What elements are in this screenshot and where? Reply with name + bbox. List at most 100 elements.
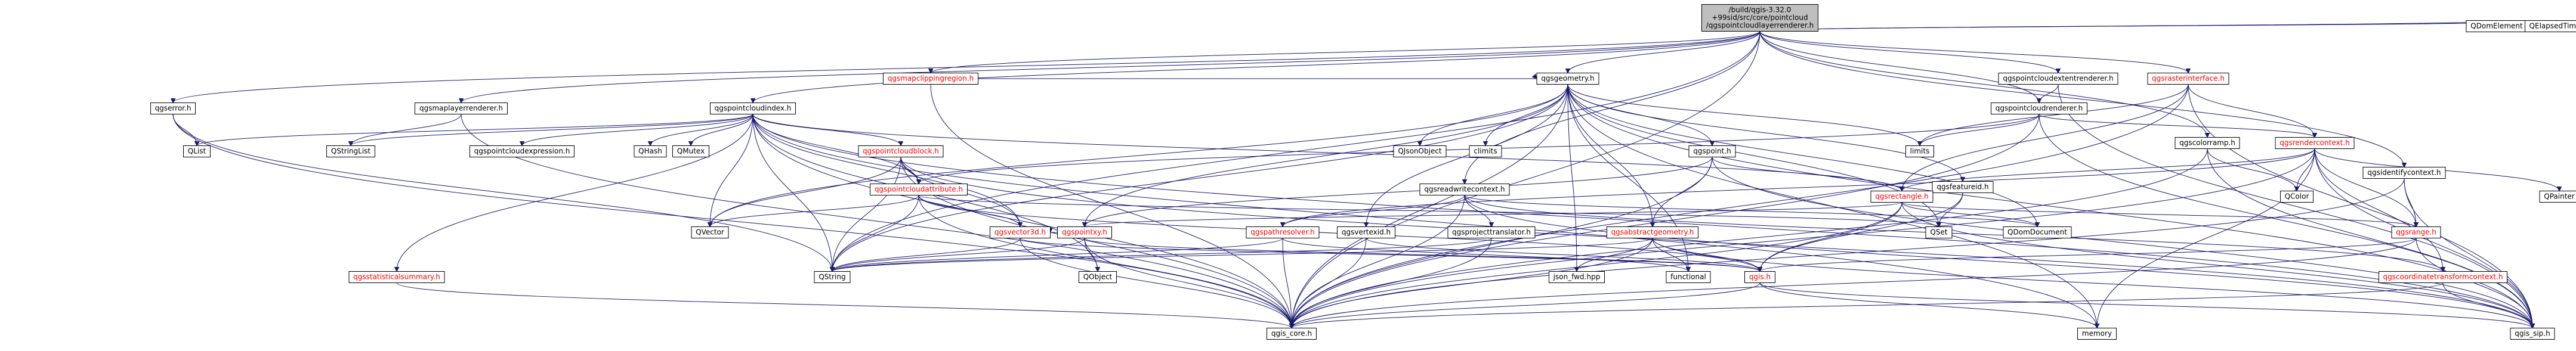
node-box <box>672 145 709 157</box>
node-qgsstatisticalsummary[interactable]: qgsstatisticalsummary.h <box>348 271 445 283</box>
node-label: json_fwd.hpp <box>1553 273 1601 281</box>
node-qgserror[interactable]: qgserror.h <box>150 102 196 114</box>
edge-qgspointcloudindex-to-QHash <box>647 114 753 147</box>
node-QSet: QSet <box>1925 226 1953 238</box>
node-label: qgis_sip.h <box>2515 330 2550 338</box>
edge-qgscolorramp-to-QColor <box>2207 148 2300 192</box>
node-QJsonObject: QJsonObject <box>1393 145 1447 157</box>
node-qgscolorramp[interactable]: qgscolorramp.h <box>2175 137 2240 149</box>
node-label: qgserror.h <box>155 104 191 113</box>
node-qgsrendercontext[interactable]: qgsrendercontext.h <box>2275 137 2355 149</box>
nodes-layer: /build/qgis-3.32.0+99sid/src/core/pointc… <box>150 4 2576 340</box>
node-label: qgscoordinatetransformcontext.h <box>2383 273 2503 281</box>
edge-root-to-qgspointcloudextentrenderer <box>1759 31 2061 74</box>
node-box <box>1337 226 1395 238</box>
node-qgsvector3d[interactable]: qgsvector3d.h <box>990 226 1051 238</box>
node-box <box>415 102 508 114</box>
edge-root-to-qgsmaplayerrenderer <box>458 31 1760 104</box>
node-box <box>1447 226 1536 238</box>
node-qgsrasterinterface[interactable]: qgsrasterinterface.h <box>2147 73 2229 85</box>
node-qgspathresolver[interactable]: qgspathresolver.h <box>1246 226 1320 238</box>
node-qgsmapclippingregion[interactable]: qgsmapclippingregion.h <box>883 73 978 85</box>
node-QHash: QHash <box>634 145 667 157</box>
edge-qgspointcloudrenderer-to-qgsrendercontext <box>2038 114 2318 138</box>
node-label: qgsvector3d.h <box>994 228 1046 237</box>
edge-qgsrectangle-to-qgsrange <box>1901 202 2419 228</box>
node-box <box>710 102 796 114</box>
node-qgsidentifycontext[interactable]: qgsidentifycontext.h <box>2362 167 2446 179</box>
edge-qgspointcloudindex-to-QStringList <box>348 114 753 147</box>
edge-qgsrectangle-to-qgspointxy <box>1082 202 1902 228</box>
node-QStringList: QStringList <box>326 145 375 157</box>
node-label: qgsstatisticalsummary.h <box>353 273 440 281</box>
edge-root-to-qgserror <box>171 31 1760 104</box>
node-label: qgspointcloudblock.h <box>863 147 939 156</box>
node-qgscoordinatetransformcontext[interactable]: qgscoordinatetransformcontext.h <box>2379 271 2507 283</box>
node-label: qgsabstractgeometry.h <box>1611 228 1694 237</box>
node-qgsrange[interactable]: qgsrange.h <box>2391 226 2441 238</box>
edge-qgsmapclippingregion-to-qgsgeometry <box>978 73 1537 79</box>
node-box <box>2077 328 2117 340</box>
edge-root-to-qgspointcloudrenderer <box>1759 31 2042 104</box>
node-qgsreadwritecontext[interactable]: qgsreadwritecontext.h <box>1419 184 1510 195</box>
edge-qgsrectangle-to-qgis_core <box>1289 202 1902 329</box>
node-box <box>2175 137 2240 149</box>
edge-qgspointcloudblock-to-qgis_core <box>900 157 1295 329</box>
node-box <box>1057 226 1112 238</box>
node-box <box>2280 191 2314 203</box>
node-qgsvertexid[interactable]: qgsvertexid.h <box>1337 226 1395 238</box>
edge-qgsgeometry-to-QDomDocument <box>1567 84 2040 228</box>
node-box <box>1246 226 1320 238</box>
edge-qgsreadwritecontext-to-QDomDocument <box>1464 195 2040 228</box>
node-qgspointcloudblock[interactable]: qgspointcloudblock.h <box>858 145 944 157</box>
node-qgspointxy[interactable]: qgspointxy.h <box>1057 226 1112 238</box>
node-qgspointcloudexpression: qgspointcloudexpression.h <box>470 145 574 157</box>
node-label: qgsrendercontext.h <box>2280 139 2349 147</box>
node-qgspointcloudindex[interactable]: qgspointcloudindex.h <box>710 102 796 114</box>
edge-qgspointcloudindex-to-QList <box>194 114 753 147</box>
node-label: QList <box>188 147 206 156</box>
node-qgsprojecttranslator[interactable]: qgsprojecttranslator.h <box>1447 226 1536 238</box>
node-label: qgsrectangle.h <box>1875 192 1929 201</box>
edge-qgspointcloudattribute-to-QVector <box>707 195 919 228</box>
node-box <box>2510 328 2555 340</box>
edge-qgsstatisticalsummary-to-qgis_core <box>396 282 1295 329</box>
node-label: QStringList <box>331 147 371 156</box>
node-qgsmaplayerrenderer[interactable]: qgsmaplayerrenderer.h <box>415 102 508 114</box>
node-qgspointcloudrenderer[interactable]: qgspointcloudrenderer.h <box>1991 102 2087 114</box>
node-box <box>1998 73 2118 85</box>
node-qgsfeatureid[interactable]: qgsfeatureid.h <box>1932 181 1994 193</box>
node-box <box>990 226 1051 238</box>
edge-root-to-qgsrasterinterface <box>1759 31 2191 74</box>
node-qgspoint[interactable]: qgspoint.h <box>1688 145 1736 157</box>
node-box <box>1549 271 1605 283</box>
node-label: qgsrasterinterface.h <box>2152 74 2225 83</box>
node-qgsgeometry[interactable]: qgsgeometry.h <box>1536 73 1599 85</box>
node-label: qgspointcloudrenderer.h <box>1996 104 2083 113</box>
edge-qgspointcloudindex-to-qgspointcloudblock <box>752 114 904 147</box>
node-label: qgspointcloudattribute.h <box>875 185 963 194</box>
node-label: qgsfeatureid.h <box>1936 183 1988 191</box>
node-label: qgsrange.h <box>2396 228 2436 237</box>
edge-root-to-qgsidentifycontext <box>1759 31 2407 168</box>
node-qgis[interactable]: qgis.h <box>1744 271 1775 283</box>
node-QObject: QObject <box>1079 271 1117 283</box>
node-label: functional <box>1670 273 1706 281</box>
node-label: qgspointcloudexpression.h <box>474 147 570 156</box>
node-label: QSet <box>1930 228 1947 237</box>
node-qgis-core: qgis_core.h <box>1267 328 1317 340</box>
node-qgspointcloudattribute[interactable]: qgspointcloudattribute.h <box>870 184 968 195</box>
node-memory: memory <box>2077 328 2117 340</box>
edge-qgspointcloudindex-to-qgis_core <box>752 114 1295 329</box>
node-QList: QList <box>183 145 211 157</box>
node-qgspointcloudextentrenderer[interactable]: qgspointcloudextentrenderer.h <box>1998 73 2118 85</box>
node-QPainter: QPainter <box>2539 191 2576 203</box>
node-box <box>1744 271 1775 283</box>
node-qgsabstractgeometry[interactable]: qgsabstractgeometry.h <box>1607 226 1698 238</box>
node-box <box>1536 73 1599 85</box>
node-root: /build/qgis-3.32.0+99sid/src/core/pointc… <box>1701 4 1818 32</box>
edge-qgspointcloudextentrenderer-to-qgspointcloudrenderer <box>2036 84 2059 104</box>
edge-qgspoint-to-qgsrectangle <box>1712 157 1905 192</box>
edge-qgspointcloudextentrenderer-to-qgis_sip <box>2058 84 2535 329</box>
node-qgsrectangle[interactable]: qgsrectangle.h <box>1870 191 1933 203</box>
